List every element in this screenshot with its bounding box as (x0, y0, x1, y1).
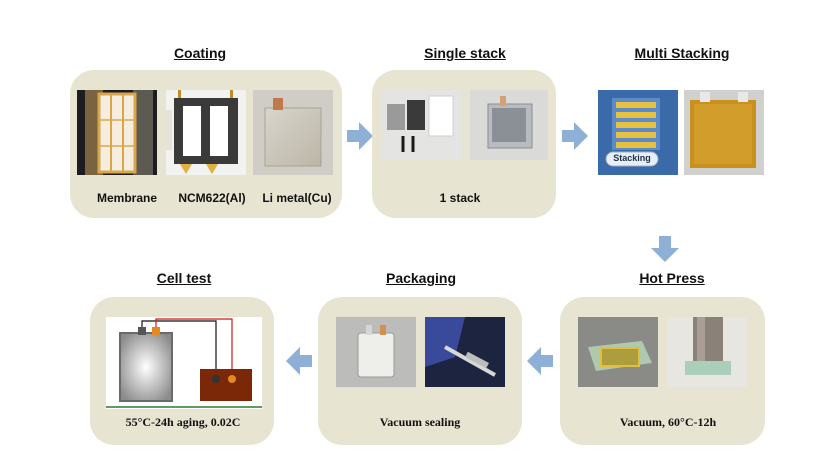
ncm622-photo (166, 90, 246, 175)
membrane-photo (77, 90, 157, 175)
arrow-left-icon (527, 347, 553, 375)
hot-press-title: Hot Press (639, 270, 705, 286)
stacking-screen-label: Stacking (613, 153, 651, 163)
arrow-right-icon (347, 122, 373, 150)
arrow-down-icon (651, 236, 679, 262)
li-metal-caption: Li metal(Cu) (262, 191, 332, 205)
coating-title: Coating (173, 45, 227, 61)
single-stack-cell-photo (470, 90, 548, 160)
packaging-title: Packaging (385, 270, 457, 286)
ncm622-caption: NCM622(Al) (178, 191, 246, 205)
arrow-left-icon (286, 347, 312, 375)
hot-press-caption: Vacuum, 60°C-12h (619, 415, 717, 429)
packaging-seal-photo (425, 317, 505, 387)
packaging-cell-photo (336, 317, 416, 387)
li-metal-photo (253, 90, 333, 175)
hot-press-stack-photo (578, 317, 658, 387)
hot-press-machine-photo (667, 317, 747, 387)
cell-test-diagram (106, 317, 262, 409)
multi-stacking-title: Multi Stacking (634, 45, 730, 61)
multi-stack-pouch-photo (684, 90, 764, 175)
single-stack-title: Single stack (424, 45, 506, 61)
arrow-right-icon (562, 122, 588, 150)
stacking-screen-photo: Stacking (598, 90, 678, 175)
cell-test-title: Cell test (156, 270, 212, 286)
single-stack-parts-photo (381, 90, 461, 160)
cell-test-caption: 55°C-24h aging, 0.02C (125, 415, 241, 429)
membrane-caption: Membrane (96, 191, 158, 205)
packaging-caption: Vacuum sealing (379, 415, 461, 429)
single-stack-caption: 1 stack (439, 191, 481, 205)
